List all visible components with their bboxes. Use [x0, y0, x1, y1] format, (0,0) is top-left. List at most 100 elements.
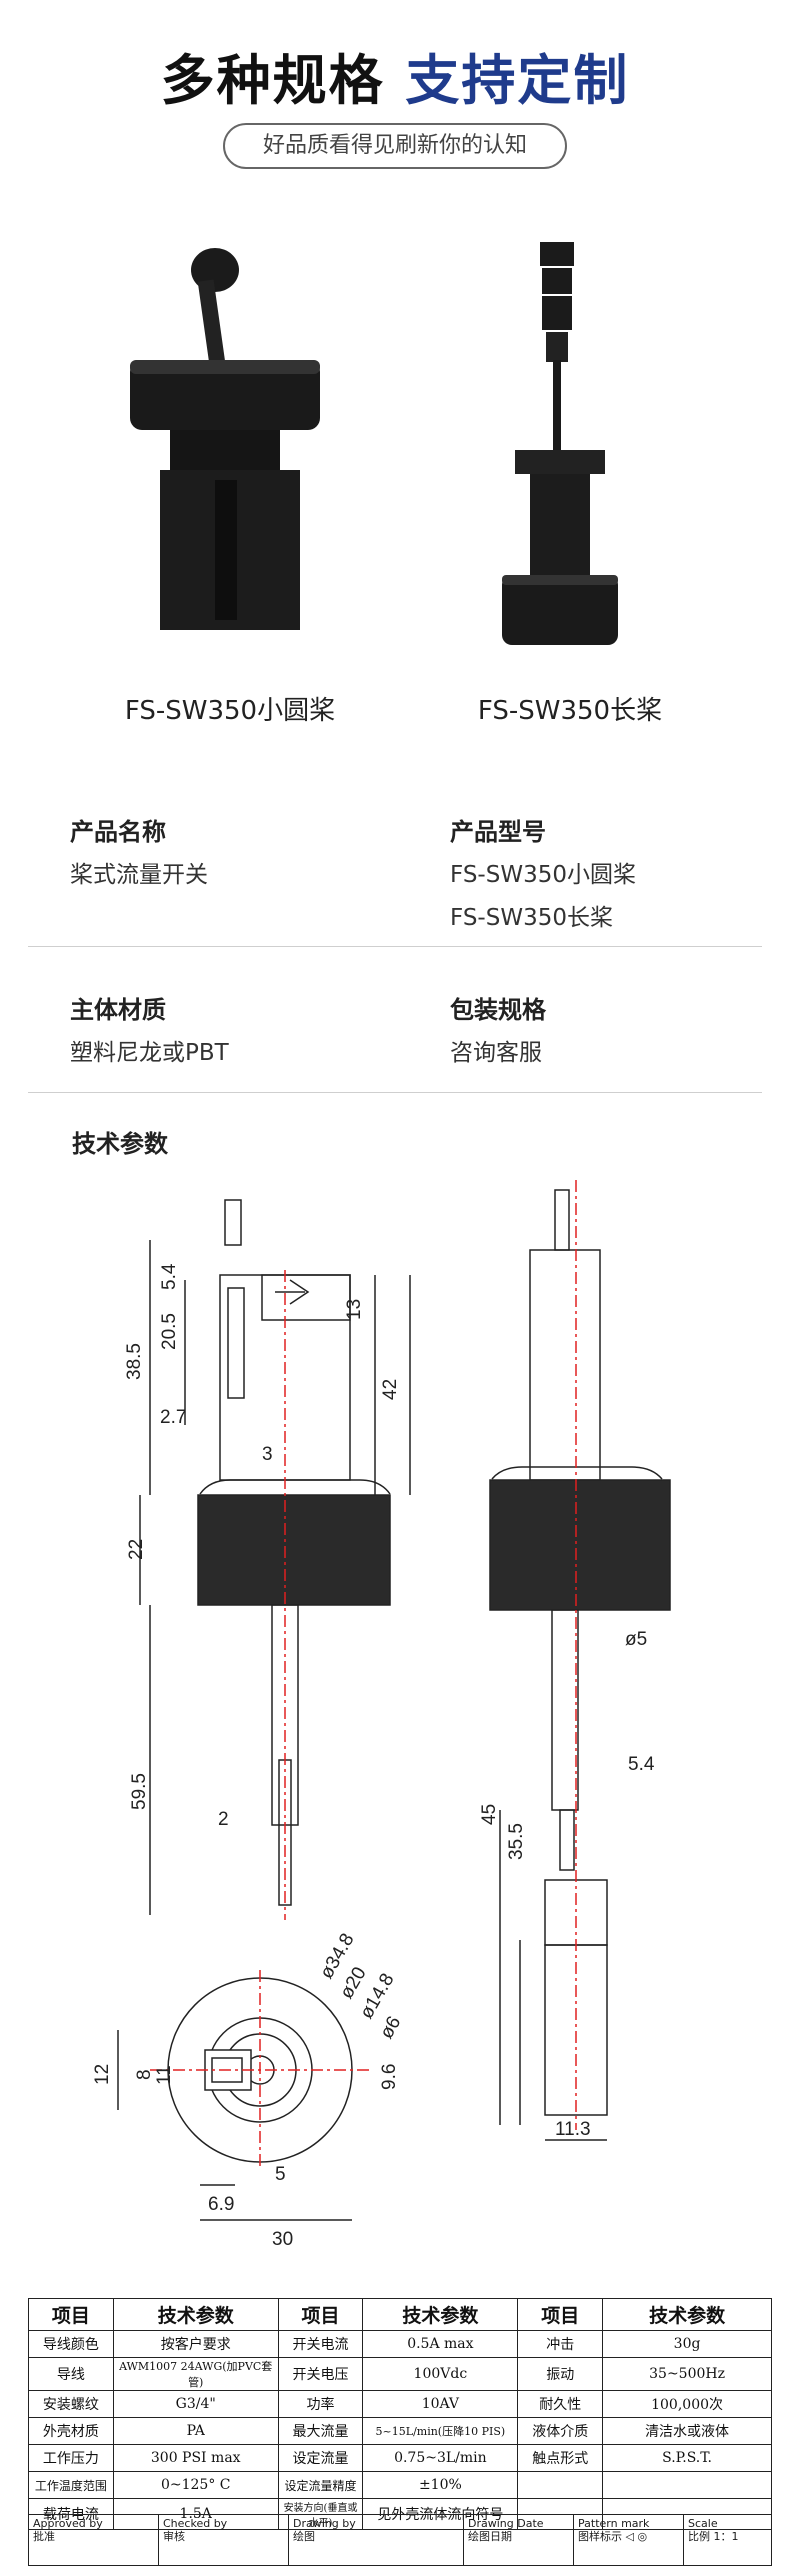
- approved-label: Approved by: [33, 2517, 103, 2530]
- table-cell: 开关电压: [277, 2357, 364, 2391]
- table-cell: S.P.S.T.: [602, 2444, 772, 2472]
- table-cell: PA: [112, 2417, 279, 2445]
- table-row: 工作温度范围 0~125° C 设定流量精度 ±10%: [28, 2471, 772, 2499]
- table-cell: 设定流量精度: [277, 2471, 364, 2499]
- svg-text:ø6: ø6: [376, 2013, 405, 2043]
- approved-cn: 批准: [33, 2530, 55, 2543]
- table-cell: 清洁水或液体: [602, 2417, 772, 2445]
- table-row: 导线颜色 按客户要求 开关电流 0.5A max 冲击 30g: [28, 2330, 772, 2358]
- pattern-label: Pattern mark: [578, 2517, 650, 2530]
- header-cell: 项目: [517, 2298, 604, 2331]
- product-name-label: 产品名称: [70, 818, 166, 846]
- table-cell: 设定流量: [277, 2444, 364, 2472]
- svg-text:5.4: 5.4: [159, 1263, 180, 1290]
- technical-drawing: 5.4 38.5 20.5 2.7 3 13 42 22 59.5 2 ø5 5…: [92, 1180, 671, 2250]
- header-cell: 项目: [28, 2298, 114, 2331]
- table-cell: AWM1007 24AWG(加PVC套管): [112, 2357, 279, 2391]
- table-cell: 0.75~3L/min: [362, 2444, 519, 2472]
- svg-text:ø5: ø5: [625, 1629, 647, 1650]
- table-row: 导线 AWM1007 24AWG(加PVC套管) 开关电压 100Vdc 振动 …: [28, 2357, 772, 2391]
- table-cell: 液体介质: [517, 2417, 604, 2445]
- table-cell: 触点形式: [517, 2444, 604, 2472]
- svg-text:2: 2: [218, 1809, 229, 1830]
- header-cell: 技术参数: [362, 2298, 519, 2331]
- date-label: Drawing Date: [468, 2517, 544, 2530]
- table-cell: 功率: [277, 2390, 364, 2418]
- product-image-round-paddle: [130, 248, 320, 630]
- table-cell: 冲击: [517, 2330, 604, 2358]
- scale-cn: 比例: [688, 2530, 710, 2543]
- table-cell: 10AV: [362, 2390, 519, 2418]
- page-title: 多种规格 支持定制: [0, 36, 790, 115]
- svg-text:22: 22: [126, 1539, 147, 1560]
- table-row: 工作压力 300 PSI max 设定流量 0.75~3L/min 触点形式 S…: [28, 2444, 772, 2472]
- table-cell: 0.5A max: [362, 2330, 519, 2358]
- table-cell: ±10%: [362, 2471, 519, 2499]
- svg-text:20.5: 20.5: [159, 1313, 180, 1350]
- header-cell: 技术参数: [602, 2298, 772, 2331]
- table-cell: 300 PSI max: [112, 2444, 279, 2472]
- table-cell: 导线颜色: [28, 2330, 114, 2358]
- date-cn: 绘图日期: [468, 2530, 512, 2543]
- divider: [28, 946, 762, 947]
- table-cell: 5~15L/min(压降10 PIS): [362, 2417, 519, 2445]
- table-cell: 100Vdc: [362, 2357, 519, 2391]
- scale-value: 1：1: [713, 2530, 739, 2543]
- svg-text:45: 45: [479, 1804, 500, 1825]
- model-value-2: FS-SW350长桨: [450, 905, 613, 931]
- svg-text:5.4: 5.4: [628, 1754, 655, 1775]
- tech-heading: 技术参数: [72, 1130, 168, 1158]
- divider: [28, 1092, 762, 1093]
- svg-text:30: 30: [272, 2229, 293, 2250]
- pattern-cn: 图样标示: [578, 2530, 622, 2543]
- product-name-value: 桨式流量开关: [70, 862, 208, 888]
- subtitle-pill: 好品质看得见刷新你的认知: [223, 123, 567, 169]
- scale-label: Scale: [688, 2517, 718, 2530]
- checked-label: Checked by: [163, 2517, 228, 2530]
- package-value: 咨询客服: [450, 1040, 542, 1066]
- product-image-long-paddle: [502, 242, 618, 645]
- title-part1: 多种规格: [160, 49, 385, 112]
- table-cell: 安装螺纹: [28, 2390, 114, 2418]
- table-cell: 100,000次: [602, 2390, 772, 2418]
- svg-text:13: 13: [344, 1299, 365, 1320]
- table-cell: [517, 2471, 604, 2499]
- drawing-cn: 绘图: [293, 2530, 315, 2543]
- svg-text:2.7: 2.7: [160, 1407, 186, 1428]
- svg-text:38.5: 38.5: [124, 1343, 145, 1380]
- table-row: 安装螺纹 G3/4" 功率 10AV 耐久性 100,000次: [28, 2390, 772, 2418]
- model-value-1: FS-SW350小圆桨: [450, 862, 636, 888]
- svg-text:9.6: 9.6: [379, 2064, 400, 2090]
- svg-text:35.5: 35.5: [506, 1823, 527, 1860]
- svg-text:11.3: 11.3: [555, 2119, 591, 2140]
- table-cell: 外壳材质: [28, 2417, 114, 2445]
- table-cell: 0~125° C: [112, 2471, 279, 2499]
- svg-text:8: 8: [134, 2069, 155, 2080]
- drawing-label: Drawing by: [293, 2517, 356, 2530]
- checked-cn: 审核: [163, 2530, 185, 2543]
- package-label: 包装规格: [450, 996, 546, 1024]
- table-cell: 耐久性: [517, 2390, 604, 2418]
- material-label: 主体材质: [70, 996, 166, 1024]
- table-cell: 30g: [602, 2330, 772, 2358]
- svg-text:6.9: 6.9: [208, 2194, 234, 2215]
- title-part2: 支持定制: [405, 49, 630, 112]
- table-cell: 最大流量: [277, 2417, 364, 2445]
- product-name-round: FS-SW350小圆桨: [124, 696, 336, 726]
- table-row: 外壳材质 PA 最大流量 5~15L/min(压降10 PIS) 液体介质 清洁…: [28, 2417, 772, 2445]
- svg-text:11: 11: [154, 2065, 175, 2085]
- svg-text:42: 42: [380, 1379, 401, 1400]
- table-cell: 按客户要求: [112, 2330, 279, 2358]
- material-value: 塑料尼龙或PBT: [70, 1040, 229, 1066]
- table-cell: 工作温度范围: [28, 2471, 114, 2499]
- projection-icon: ◁ ◎: [625, 2530, 648, 2543]
- table-cell: G3/4": [112, 2390, 279, 2418]
- table-cell: 导线: [28, 2357, 114, 2391]
- table-cell: 工作压力: [28, 2444, 114, 2472]
- table-header-row: 项目 技术参数 项目 技术参数 项目 技术参数: [28, 2298, 772, 2331]
- svg-text:5: 5: [275, 2164, 286, 2185]
